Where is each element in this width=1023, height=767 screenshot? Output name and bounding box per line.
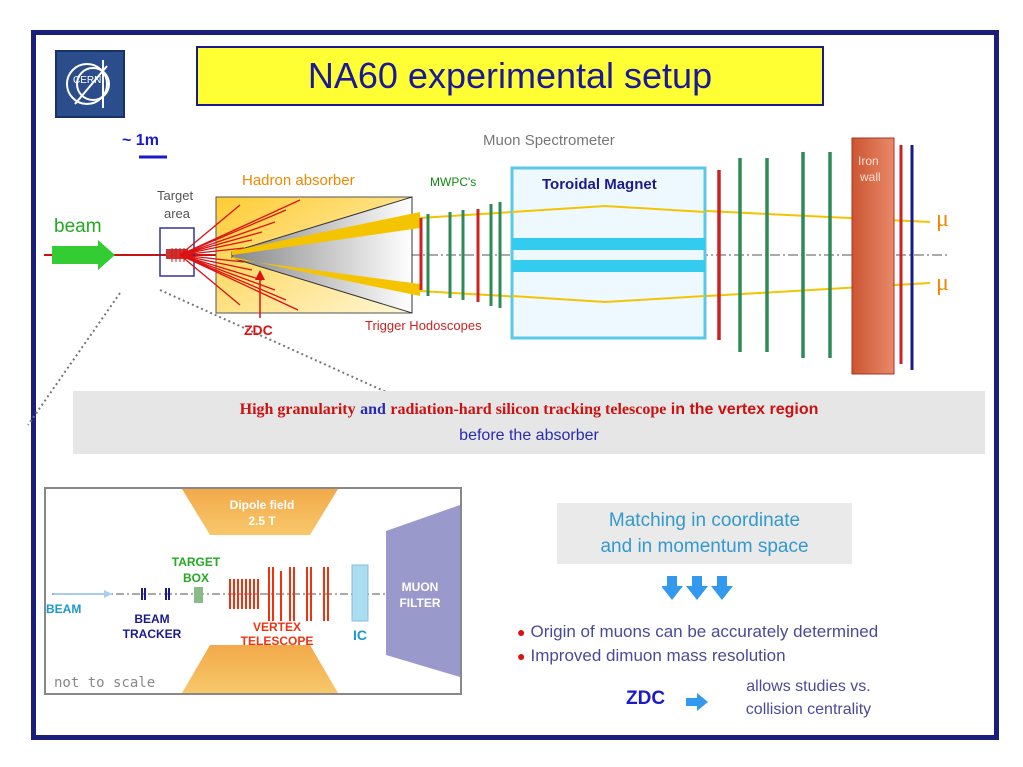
- matching-box: Matching in coordinate and in momentum s…: [557, 503, 852, 564]
- beam-tracker-planes: [141, 588, 170, 600]
- target-box-label-2: BOX: [182, 571, 209, 585]
- muon-spectrometer-label: Muon Spectrometer: [483, 132, 615, 149]
- dipole-label-2: 2.5 T: [248, 514, 276, 528]
- iron-wall-label-1: Iron: [858, 154, 879, 168]
- zdc-arrow-head-icon: [255, 270, 265, 280]
- toroidal-magnet-label: Toroidal Magnet: [542, 176, 657, 193]
- zoom-line-left: [27, 292, 121, 426]
- muon-track-upper-band: [232, 212, 420, 255]
- vertex-telescope-label-2: TELESCOPE: [240, 634, 314, 648]
- dipole-magnet-bottom: [182, 645, 338, 693]
- note-and: and: [360, 401, 386, 418]
- note-vertex-region: in the vertex region: [670, 401, 819, 418]
- ic-label: IC: [353, 627, 367, 643]
- mwpc-chambers: [419, 202, 502, 308]
- muon-track-magnet-lower: [511, 295, 706, 304]
- down-arrow-icon: [686, 576, 708, 600]
- bullet-dot-icon: ●: [517, 624, 526, 640]
- muon-filter: [386, 505, 460, 677]
- muon-filter-label-2: FILTER: [399, 596, 441, 610]
- matching-line1: Matching in coordinate: [608, 510, 801, 531]
- target-area-label-2: area: [164, 206, 191, 221]
- downstream-chambers: [717, 152, 832, 358]
- beam-label: beam: [54, 216, 102, 237]
- bullet-text-1: Origin of muons can be accurately determ…: [530, 622, 879, 641]
- particle-spray: [179, 199, 301, 311]
- hadron-absorber-label: Hadron absorber: [242, 172, 355, 189]
- note-silicon-telescope: radiation-hard silicon tracking telescop…: [390, 401, 667, 418]
- magnet-core-lower: [512, 260, 705, 272]
- not-to-scale-label: not to scale: [54, 675, 156, 691]
- beam-tracker-label-1: BEAM: [134, 612, 170, 626]
- muon-track-lower-band: [232, 257, 420, 296]
- zdc-note-label: ZDC: [626, 688, 666, 709]
- vertex-region-note: High granularity and radiation-hard sili…: [73, 391, 985, 454]
- down-arrow-icon: [662, 576, 683, 600]
- bullet-dot-icon: ●: [517, 648, 526, 664]
- iron-wall-label-2: wall: [860, 170, 881, 184]
- target-box: [194, 587, 203, 603]
- dipole-magnet-top: [182, 489, 338, 535]
- note-high-granularity: High granularity: [239, 401, 356, 418]
- cern-logo-icon: CERN: [66, 60, 110, 108]
- beam-arrow-icon: [52, 240, 115, 270]
- target-box-label-1: TARGET: [171, 555, 221, 569]
- mu-lower-label: μ: [936, 270, 949, 296]
- right-arrow-icon: [686, 693, 708, 711]
- matching-line2: and in momentum space: [600, 536, 809, 557]
- beam-tracker-label-2: TRACKER: [122, 627, 182, 641]
- mwpc-label: MWPC's: [430, 175, 477, 189]
- logo-text: CERN: [73, 75, 101, 86]
- inset-beam-arrow-icon: [104, 590, 112, 598]
- page-title: NA60 experimental setup: [196, 46, 824, 106]
- cern-logo: CERN: [55, 50, 125, 118]
- target-area-label-1: Target: [157, 188, 194, 203]
- slide-frame: [31, 30, 999, 740]
- zdc-label: ZDC: [244, 322, 273, 338]
- inset-beam-label: BEAM: [46, 602, 82, 616]
- bullet-item-2: ●Improved dimuon mass resolution: [517, 646, 786, 666]
- down-arrows: [662, 576, 733, 600]
- bullet-item-1: ●Origin of muons can be accurately deter…: [517, 622, 878, 642]
- silicon-planes: [171, 248, 185, 262]
- magnet-core-upper: [512, 238, 705, 250]
- dipole-label-1: Dipole field: [229, 498, 295, 512]
- muon-track-magnet-upper: [511, 204, 706, 213]
- zdc-note-line2: collision centrality: [745, 701, 872, 718]
- down-arrow-icon: [711, 576, 733, 600]
- interaction-counter: [351, 564, 369, 622]
- vertex-note-line2: before the absorber: [459, 427, 599, 444]
- muon-filter-label-1: MUON: [401, 580, 439, 594]
- iron-wall: [851, 137, 895, 375]
- scale-label: ~ 1m: [122, 132, 159, 149]
- toroidal-magnet: [510, 166, 707, 340]
- vertex-telescope-planes: [229, 567, 329, 621]
- bullet-text-2: Improved dimuon mass resolution: [530, 646, 786, 665]
- vertex-note-line1: High granularity and radiation-hard sili…: [73, 401, 985, 419]
- trigger-hodoscopes-label: Trigger Hodoscopes: [365, 318, 482, 333]
- target: [166, 249, 188, 259]
- vertex-telescope-label-1: VERTEX: [252, 620, 301, 634]
- vertex-inset-diagram: [44, 487, 462, 695]
- mu-upper-label: μ: [936, 206, 949, 232]
- zdc-note-line1: allows studies vs.: [746, 678, 871, 695]
